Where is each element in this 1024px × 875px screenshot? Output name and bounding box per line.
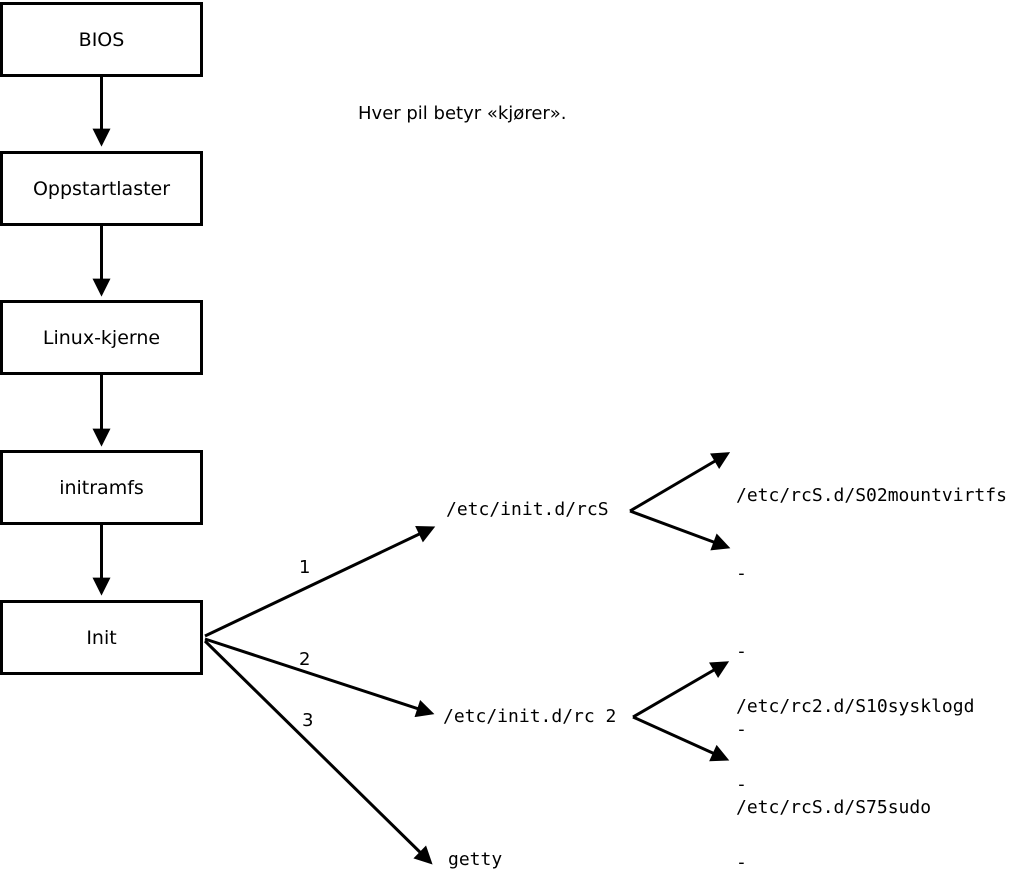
- rc2-script-ellipsis: -: [736, 774, 747, 795]
- node-linux-kjerne: Linux-kjerne: [0, 300, 203, 375]
- rc2-script-item: /etc/rc2.d/S10sysklogd: [736, 696, 975, 717]
- node-initramfs-label: initramfs: [59, 476, 144, 499]
- node-initramfs: initramfs: [0, 450, 203, 525]
- arrow-rc2-to-s10sysklogd: [632, 661, 730, 719]
- node-getty: getty: [448, 849, 503, 870]
- rc2-script-list: /etc/rc2.d/S10sysklogd - - - /etc/rc2.d/…: [736, 642, 974, 875]
- arrow-init-to-rc2: [204, 637, 435, 718]
- arrow-rc2-to-s99gdm: [632, 715, 730, 762]
- rcs-script-list: /etc/rcS.d/S02mountvirtfs - - - /etc/rcS…: [736, 431, 1007, 873]
- node-oppstartlaster-label: Oppstartlaster: [32, 177, 171, 200]
- rcs-script-ellipsis: -: [736, 719, 747, 740]
- arrow-rcs-to-s02mountvirtfs: [629, 452, 731, 513]
- node-init: Init: [0, 600, 203, 675]
- arrow-init-to-getty: [203, 639, 433, 865]
- arrow-meaning-note: Hver pil betyr «kjører».: [358, 103, 567, 124]
- arrow-init-to-rcs: [204, 526, 436, 638]
- rcs-script-ellipsis: -: [736, 563, 747, 584]
- node-linux-kjerne-label: Linux-kjerne: [42, 326, 161, 349]
- rcs-script-item: /etc/rcS.d/S75sudo: [736, 797, 932, 818]
- branch-3-number: 3: [302, 710, 314, 731]
- arrow-rcs-to-s75sudo: [629, 509, 731, 551]
- node-bios-label: BIOS: [78, 28, 125, 51]
- node-etc-init-d-rcs: /etc/init.d/rcS: [446, 499, 609, 520]
- rcs-script-item: /etc/rcS.d/S02mountvirtfs: [736, 485, 1007, 506]
- node-oppstartlaster: Oppstartlaster: [0, 151, 203, 226]
- node-init-label: Init: [86, 626, 117, 649]
- node-bios: BIOS: [0, 2, 203, 77]
- node-etc-init-d-rc2: /etc/init.d/rc 2: [443, 706, 617, 727]
- rc2-script-ellipsis: -: [736, 852, 747, 873]
- branch-1-number: 1: [299, 557, 311, 578]
- branch-2-number: 2: [299, 649, 311, 670]
- rcs-script-ellipsis: -: [736, 641, 747, 662]
